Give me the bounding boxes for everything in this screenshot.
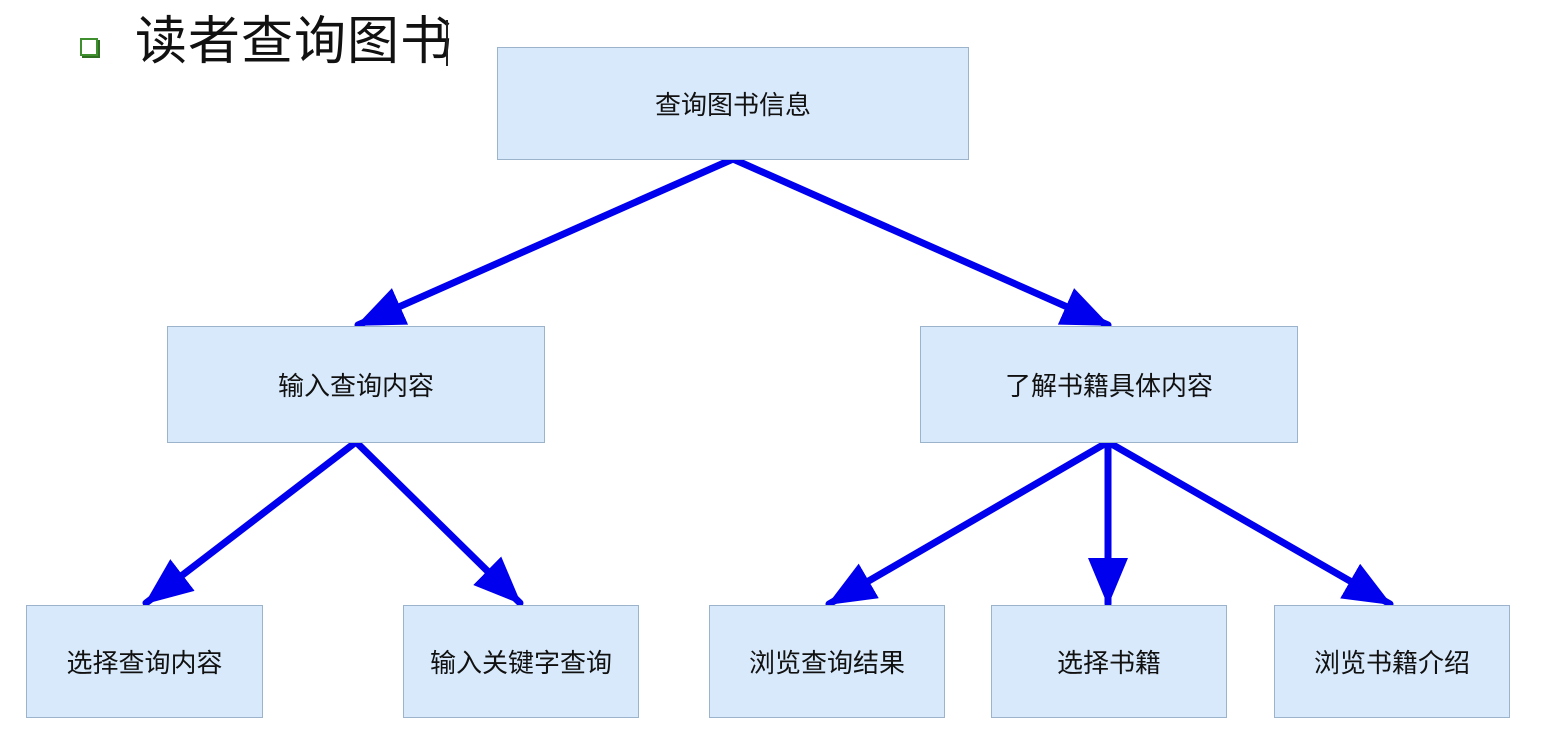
- node-browse-book-intro: 浏览书籍介绍: [1274, 605, 1510, 718]
- bullet-square-icon: [80, 38, 98, 56]
- node-input-query-content: 输入查询内容: [167, 326, 545, 443]
- node-select-query-content: 选择查询内容: [26, 605, 263, 718]
- edge-root-to-book-details: [729, 155, 1112, 329]
- edge-details-to-browse-intro: [1104, 438, 1394, 608]
- edge-input-to-select-query: [142, 438, 360, 607]
- node-book-details: 了解书籍具体内容: [920, 326, 1298, 443]
- node-select-book: 选择书籍: [991, 605, 1227, 718]
- edge-details-to-browse-results: [825, 438, 1112, 608]
- node-keyword-query: 输入关键字查询: [403, 605, 639, 718]
- edge-input-to-keyword-query: [352, 438, 524, 607]
- text-cursor: [446, 20, 448, 66]
- page-title: 读者查询图书: [135, 12, 454, 72]
- node-browse-results: 浏览查询结果: [709, 605, 945, 718]
- node-query-book-info: 查询图书信息: [497, 47, 969, 160]
- edge-root-to-input-query: [354, 155, 737, 329]
